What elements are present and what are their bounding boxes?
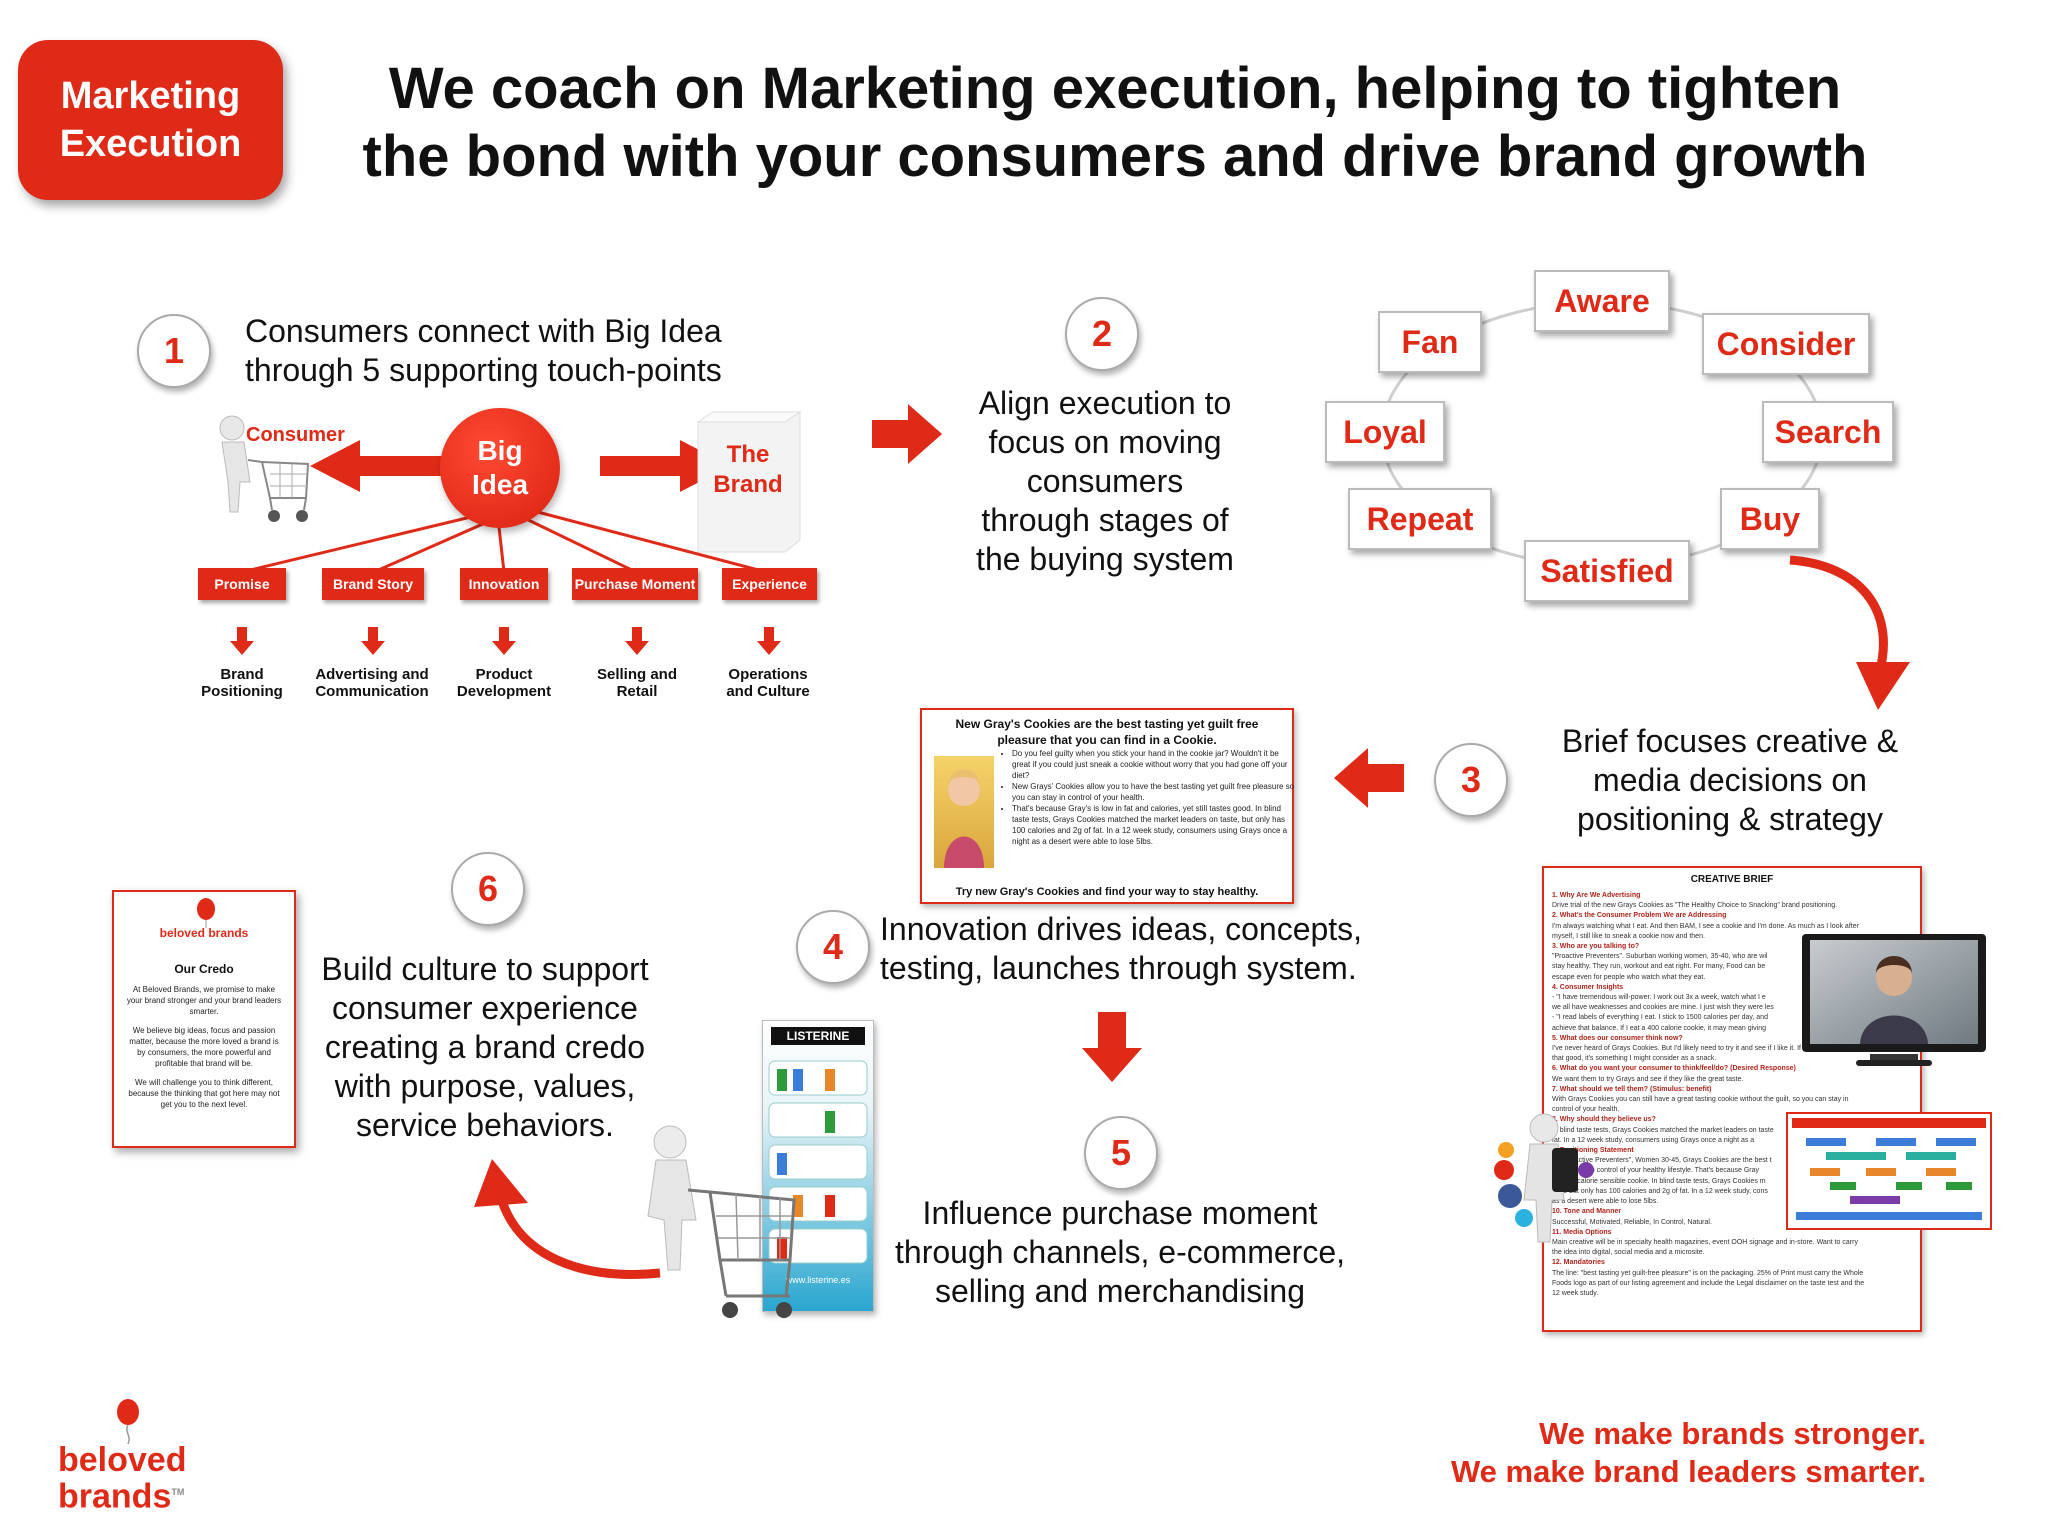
big-idea-circle: Big Idea: [440, 408, 560, 528]
concept-tagline: Try new Gray's Cookies and find your way…: [955, 886, 1259, 898]
footer-tagline: We make brands stronger. We make brand l…: [1451, 1415, 1926, 1491]
step-1-text: Consumers connect with Big Idea through …: [245, 312, 805, 390]
step-5-text: Influence purchase moment through channe…: [895, 1195, 1345, 1309]
touchpoint-purchase-moment: Purchase Moment: [572, 568, 698, 600]
shopper-cart-figure: [647, 1125, 796, 1318]
consumer-label: Consumer: [246, 424, 345, 446]
arrow-to-consumer: [310, 440, 450, 492]
display-shelves: [768, 1060, 868, 1264]
badge-line-1: Marketing: [60, 75, 241, 117]
badge-line-2: Execution: [59, 123, 242, 165]
stage-aware: Aware: [1534, 270, 1670, 332]
touchpoint-innovation: Innovation: [460, 568, 548, 600]
social-media-figure: [1494, 1113, 1594, 1243]
logo-balloon-icon: [117, 1399, 139, 1444]
step-1-number: 1: [137, 314, 211, 388]
display-brand: LISTERINE: [771, 1027, 865, 1045]
step-2-text: Align execution to focus on moving consu…: [976, 385, 1234, 577]
brand-label-line-2: Brand: [713, 471, 783, 498]
stage-repeat: Repeat: [1348, 488, 1492, 550]
credo-body: At Beloved Brands, we promise to make yo…: [126, 985, 282, 1109]
arrow-step2-to-step3: [1789, 555, 1910, 710]
concept-photo: [934, 756, 994, 868]
title-line-1: We coach on Marketing execution, helping…: [388, 56, 1842, 121]
arrow-step4-to-step5: [1082, 1012, 1142, 1082]
brand-label: The Brand: [698, 440, 798, 500]
stage-satisfied: Satisfied: [1524, 540, 1690, 602]
footer-line-2: We make brand leaders smarter.: [1450, 1454, 1926, 1489]
page-title: We coach on Marketing execution, helping…: [320, 55, 1910, 191]
brand-logo-line-2: brandsTM: [58, 1477, 185, 1516]
arrow-step3-to-concept: [1334, 748, 1404, 808]
stage-fan: Fan: [1378, 311, 1482, 373]
consumer-cart-figure: [219, 415, 310, 522]
stage-consider: Consider: [1702, 313, 1870, 375]
step-4-number: 4: [796, 910, 870, 984]
tv-monitor-image: [1802, 934, 1986, 1066]
brand-logo: beloved brandsTM: [58, 1441, 187, 1516]
concept-headline: New Gray's Cookies are the best tasting …: [955, 717, 1259, 747]
touchpoint-down-arrows: [230, 627, 781, 655]
big-idea-line-2: Idea: [471, 469, 529, 500]
step-5-number: 5: [1084, 1116, 1158, 1190]
step-4-text: Innovation drives ideas, concepts, testi…: [880, 911, 1363, 986]
step-6-text: Build culture to support consumer experi…: [321, 951, 649, 1143]
step-6-number: 6: [451, 852, 525, 926]
credo-logo: beloved brands: [159, 926, 249, 940]
big-idea-line-1: Big: [477, 435, 523, 466]
touchpoint-brand-story: Brand Story: [322, 568, 424, 600]
stage-search: Search: [1762, 401, 1894, 463]
footer-line-1: We make brands stronger.: [1538, 1416, 1926, 1451]
display-url: www.listerine.es: [785, 1275, 851, 1285]
brief-title: CREATIVE BRIEF: [1690, 874, 1774, 885]
arrow-step5-to-step6: [474, 1159, 661, 1279]
brand-logo-line-1: beloved: [58, 1441, 187, 1479]
stage-loyal: Loyal: [1325, 401, 1445, 463]
concept-bullets: Do you feel guilty when you stick your h…: [1000, 748, 1296, 847]
listerine-display: LISTERINE www.listerine.es: [762, 1020, 874, 1312]
step-2-number: 2: [1065, 297, 1139, 371]
step-1-line-1: Consumers connect with Big Idea: [245, 313, 722, 349]
brief-body: 1. Why Are We Advertising Drive trial of…: [1552, 892, 1865, 1297]
step-3-number: 3: [1434, 743, 1508, 817]
section-badge: Marketing Execution: [18, 40, 283, 200]
title-line-2: the bond with your consumers and drive b…: [362, 124, 1868, 189]
credo-balloon-icon: [197, 898, 215, 928]
arrow-step1-to-step2: [872, 404, 942, 464]
big-idea-diagram: [241, 411, 802, 574]
media-plan-image: [1786, 1112, 1992, 1230]
concept-board: New Gray's Cookies are the best tasting …: [920, 708, 1294, 904]
credo-card: beloved brands Our Credo At Beloved Bran…: [112, 890, 296, 1148]
credo-heading: Our Credo: [174, 962, 234, 976]
step-1-line-2: through 5 supporting touch-points: [245, 352, 722, 388]
touchpoint-experience: Experience: [722, 568, 817, 600]
stage-buy: Buy: [1720, 488, 1820, 550]
touchpoint-promise: Promise: [198, 568, 286, 600]
step-3-text: Brief focuses creative & media decisions…: [1561, 723, 1899, 837]
brand-label-line-1: The: [726, 441, 770, 468]
